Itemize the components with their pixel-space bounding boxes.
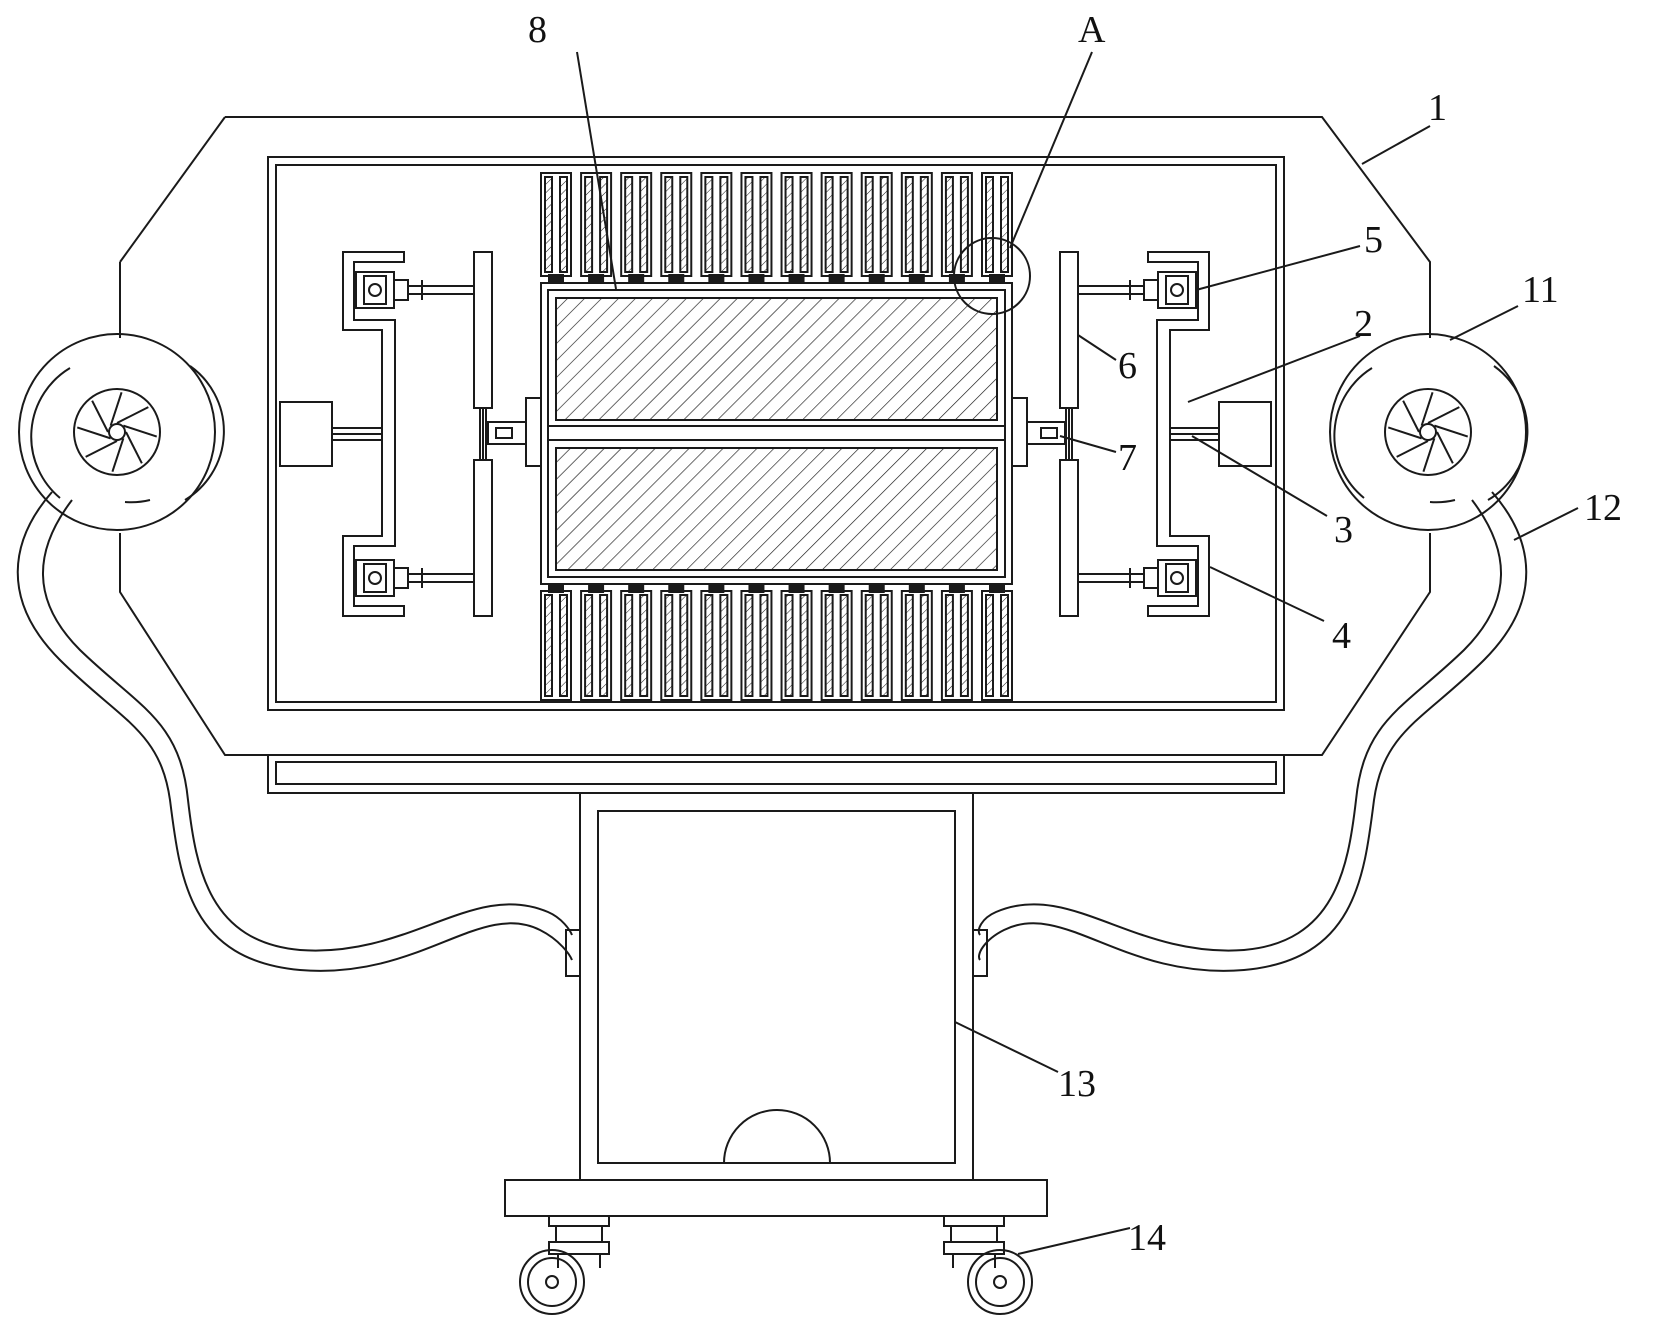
right-fan-housing <box>1330 334 1527 530</box>
label-8: 8 <box>528 9 547 51</box>
fan-blade <box>1437 432 1453 463</box>
left-top-cylinder <box>356 272 474 308</box>
fan-blade <box>117 407 148 423</box>
label-3: 3 <box>1334 509 1353 551</box>
caster-left <box>520 1216 609 1314</box>
label-12: 12 <box>1584 487 1622 529</box>
caster-right <box>944 1216 1032 1314</box>
left-vertical-bar-top <box>474 252 492 408</box>
fan-blade <box>1428 407 1459 423</box>
left-vertical-bar-bottom <box>474 460 492 616</box>
bottom-rail <box>268 755 1284 793</box>
hatched-panel-bottom <box>556 448 997 570</box>
housing-inner-frame <box>268 157 1284 710</box>
right-fan-blades <box>1388 392 1467 471</box>
right-vertical-bar-top <box>1060 252 1078 408</box>
hatched-panel-top <box>556 298 997 420</box>
fins-bottom-row <box>541 584 1012 700</box>
left-bottom-cylinder <box>356 560 474 596</box>
label-a: A <box>1078 9 1106 51</box>
label-14: 14 <box>1128 1217 1166 1259</box>
fan-blade <box>92 401 108 432</box>
left-fan-housing <box>19 334 224 530</box>
label-7: 7 <box>1118 437 1137 479</box>
right-vertical-bar-bottom <box>1060 460 1078 616</box>
right-top-cylinder <box>1078 272 1196 308</box>
left-actuator-body <box>280 402 332 466</box>
label-1: 1 <box>1428 87 1447 129</box>
fan-blade <box>86 441 117 457</box>
label-13: 13 <box>1058 1063 1096 1105</box>
label-5: 5 <box>1364 219 1383 261</box>
right-bottom-cylinder <box>1078 560 1196 596</box>
base-plate <box>505 1180 1047 1216</box>
stand-dome <box>724 1110 830 1163</box>
stand-column <box>580 793 973 1180</box>
fan-blade <box>126 432 142 463</box>
fan-blade <box>1397 441 1428 457</box>
label-2: 2 <box>1354 303 1373 345</box>
fan-blade <box>1403 401 1419 432</box>
label-6: 6 <box>1118 345 1137 387</box>
label-4: 4 <box>1332 615 1351 657</box>
left-duct-outer <box>18 492 572 971</box>
right-duct-inner <box>979 500 1501 951</box>
left-fan-blades <box>77 392 156 471</box>
label-11: 11 <box>1522 269 1559 311</box>
housing-outline <box>120 117 1430 755</box>
right-duct-outer <box>979 492 1526 971</box>
